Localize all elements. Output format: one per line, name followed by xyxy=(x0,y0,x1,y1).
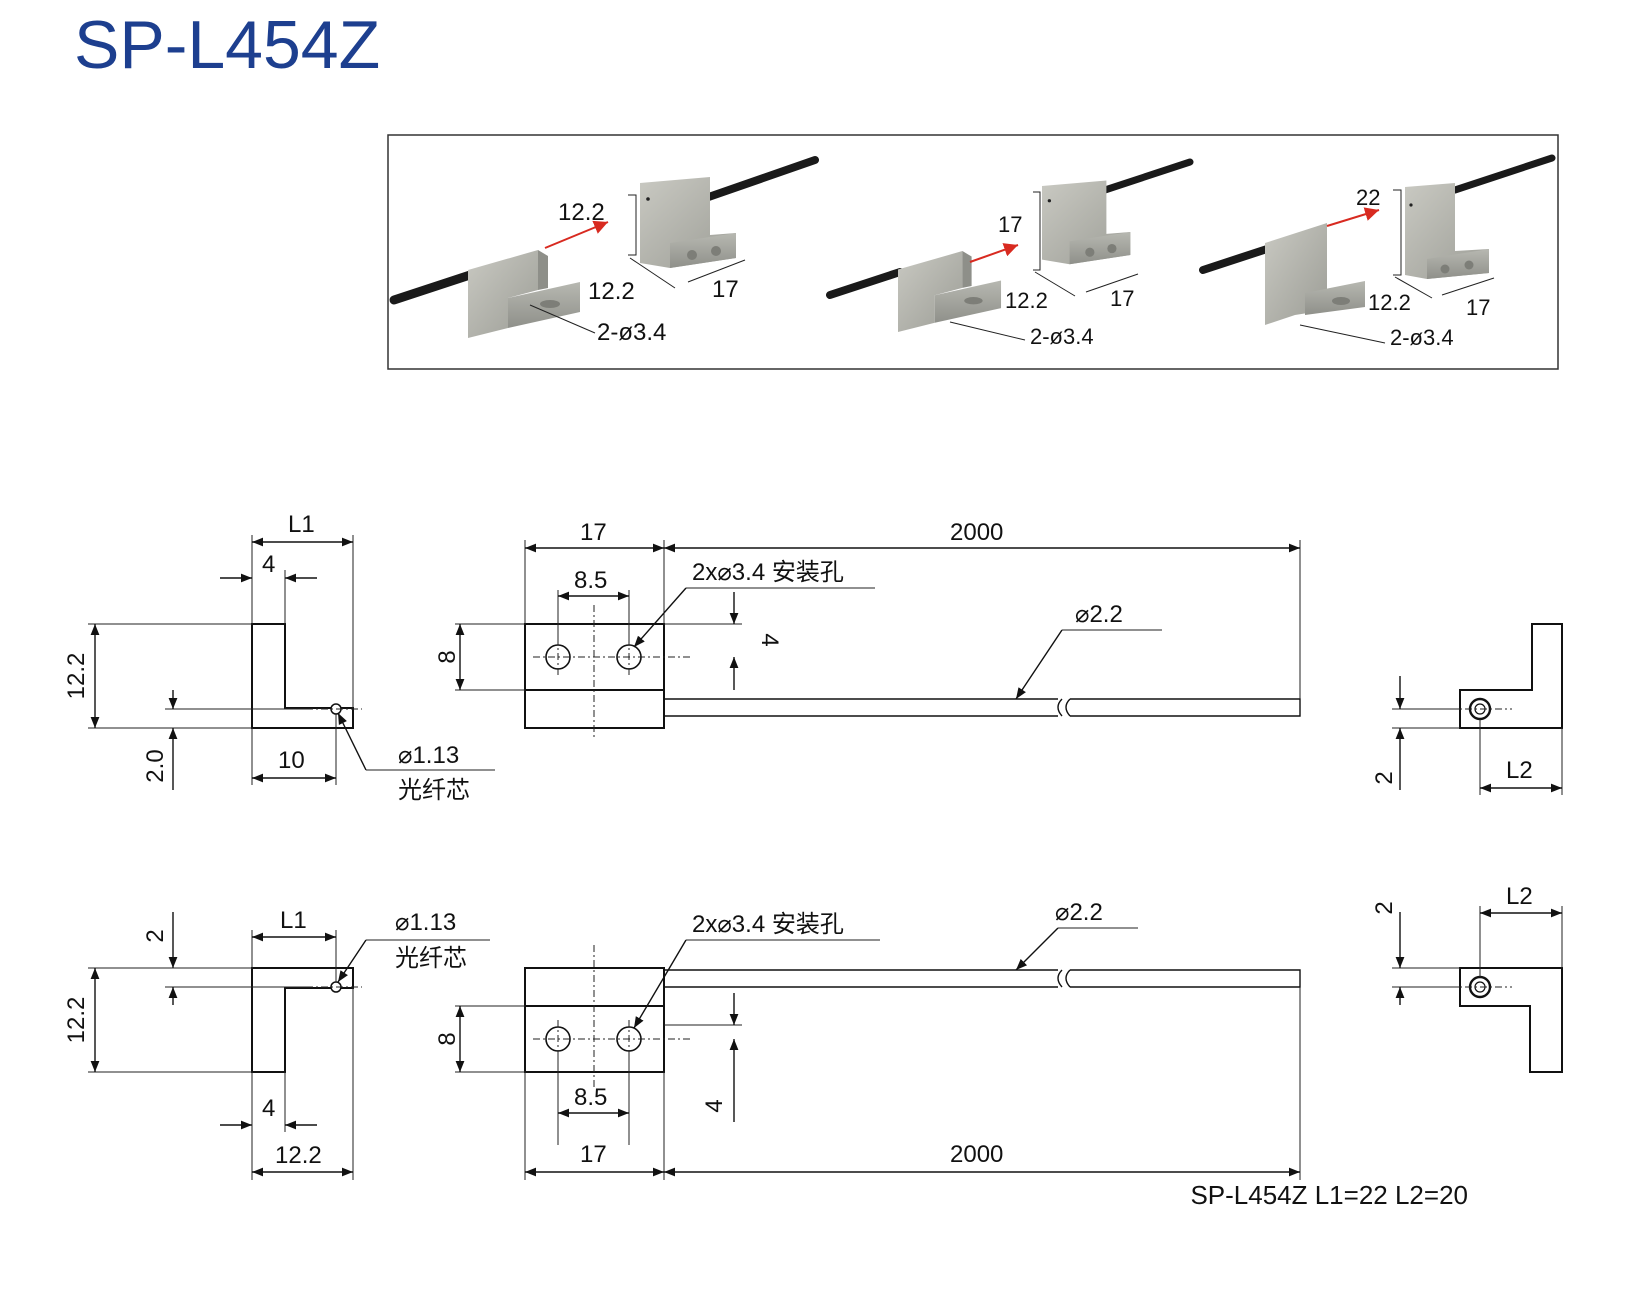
top-side-h12-2: 12.2 xyxy=(63,653,90,700)
top-front-holes: 2x⌀3.4 安装孔 xyxy=(692,559,844,586)
bottom-side-core-dia: ⌀1.13 xyxy=(395,909,456,936)
bottom-end-view: 2 L2 xyxy=(1371,883,1563,1073)
top-side-d4: 4 xyxy=(262,551,275,578)
bottom-side-d2: 2 xyxy=(142,929,169,942)
top-side-L1: L1 xyxy=(288,511,315,538)
top-side-d10: 10 xyxy=(278,747,305,774)
bottom-side-h12-2: 12.2 xyxy=(63,997,90,1044)
photo-view-3-width: 17 xyxy=(1466,295,1490,320)
bottom-front-h8: 8 xyxy=(434,1032,461,1045)
bottom-front-length: 2000 xyxy=(950,1141,1003,1168)
photo-view-3-holes: 2-ø3.4 xyxy=(1390,325,1454,350)
photo-view-3-depth: 12.2 xyxy=(1368,290,1411,315)
top-end-L2: L2 xyxy=(1506,757,1533,784)
photo-view-1-depth: 12.2 xyxy=(588,278,635,305)
photo-view-2-depth: 12.2 xyxy=(1005,288,1048,313)
bottom-side-d4: 4 xyxy=(262,1095,275,1122)
top-front-w17: 17 xyxy=(580,519,607,546)
top-side-d2: 2.0 xyxy=(142,749,169,782)
top-side-core-label: 光纤芯 xyxy=(398,777,470,804)
bottom-side-view: L1 2 12.2 4 12.2 ⌀1.13 光纤芯 xyxy=(63,907,490,1180)
bottom-front-holes: 2x⌀3.4 安装孔 xyxy=(692,911,844,938)
page-title: SP-L454Z xyxy=(74,7,381,83)
bottom-end-L2: L2 xyxy=(1506,883,1533,910)
photo-view-2-height: 17 xyxy=(998,212,1022,237)
photo-view-3-height: 22 xyxy=(1356,185,1380,210)
top-side-core-dia: ⌀1.13 xyxy=(398,742,459,769)
bottom-front-w17: 17 xyxy=(580,1141,607,1168)
photo-view-2-holes: 2-ø3.4 xyxy=(1030,324,1094,349)
model-caption: SP-L454Z L1=22 L2=20 xyxy=(1190,1180,1468,1210)
photo-view-1-height: 12.2 xyxy=(558,199,605,226)
top-front-cable-dia: ⌀2.2 xyxy=(1075,601,1123,628)
photo-view-1-holes: 2-ø3.4 xyxy=(597,319,666,346)
top-front-d4: 4 xyxy=(756,633,783,646)
photo-view-1: 12.2 12.2 17 2-ø3.4 xyxy=(389,156,819,346)
photo-view-1-width: 17 xyxy=(712,276,739,303)
bottom-side-L1: L1 xyxy=(280,907,307,934)
top-front-h8: 8 xyxy=(434,650,461,663)
bottom-end-d2: 2 xyxy=(1371,901,1398,914)
photo-view-3: 22 12.2 17 2-ø3.4 xyxy=(1199,154,1556,350)
top-end-d2: 2 xyxy=(1371,771,1398,784)
photo-view-2: 17 12.2 17 2-ø3.4 xyxy=(826,158,1194,349)
bottom-side-core-label: 光纤芯 xyxy=(395,945,467,972)
photo-panel: 12.2 12.2 17 2-ø3.4 17 12.2 17 2-ø3.4 xyxy=(387,134,1559,370)
bottom-front-d4: 4 xyxy=(701,1099,728,1112)
top-front-length: 2000 xyxy=(950,519,1003,546)
top-front-view: 17 2000 8.5 8 4 2x⌀3.4 安装孔 ⌀2.2 xyxy=(434,519,1301,740)
bottom-front-view: 2x⌀3.4 安装孔 ⌀2.2 8 4 8.5 17 2000 xyxy=(434,899,1301,1180)
top-end-view: 2 L2 xyxy=(1371,623,1563,795)
bottom-front-cable-dia: ⌀2.2 xyxy=(1055,899,1103,926)
top-side-view: L1 4 12.2 2.0 10 ⌀1.13 光纤芯 xyxy=(63,511,495,804)
bottom-side-w12-2: 12.2 xyxy=(275,1142,322,1169)
top-front-w8-5: 8.5 xyxy=(574,567,607,594)
photo-view-2-width: 17 xyxy=(1110,286,1134,311)
bottom-front-w8-5: 8.5 xyxy=(574,1084,607,1111)
